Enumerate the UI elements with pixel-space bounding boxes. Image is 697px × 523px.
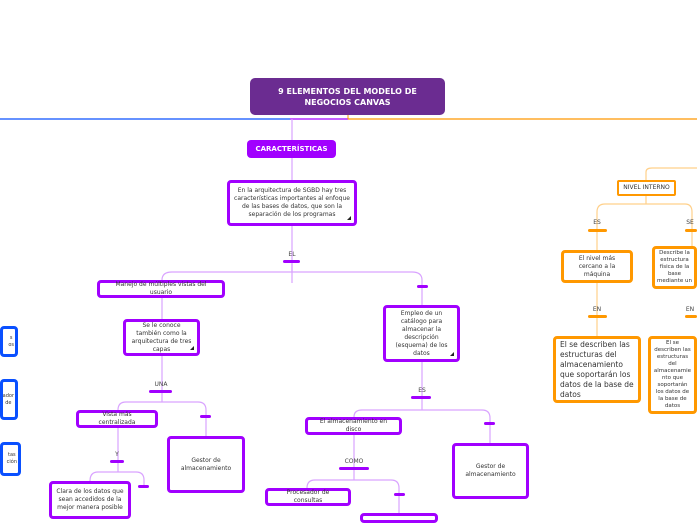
node-text: Se le conoce también como la arquitectur… [131, 321, 192, 353]
node-nivel-cercano[interactable]: El nivel más cercano a la máquina [561, 250, 633, 283]
node-caracteristicas[interactable]: CARACTERÍSTICAS [247, 140, 336, 158]
connector-bar [339, 467, 369, 470]
connector-bar [110, 460, 124, 463]
node-nivel-interno[interactable]: NIVEL INTERNO [617, 180, 676, 196]
connector-bar [588, 229, 607, 232]
node-manejo[interactable]: Manejo de múltiples vistas del usuario [97, 280, 225, 298]
connector-bar [417, 285, 428, 288]
label-el: EL [288, 251, 296, 258]
node-blue-2[interactable]: ador de [0, 379, 18, 420]
connector-bar [138, 485, 149, 488]
label-es-2: ES [593, 219, 601, 226]
node-empleo[interactable]: Empleo de un catálogo para almacenar la … [383, 305, 460, 362]
label-se: SE [686, 219, 694, 226]
node-bottom[interactable] [360, 513, 438, 523]
node-almacenamiento[interactable]: El almacenamiento en disco [305, 417, 402, 435]
connector-bar [685, 229, 697, 232]
label-una: UNA [154, 381, 168, 388]
node-describe[interactable]: Describe la estructura física de la base… [652, 246, 697, 289]
connector-bar [411, 396, 431, 399]
connector-bar [685, 315, 697, 318]
node-procesador[interactable]: Procesador de consultas [265, 488, 351, 506]
label-como: COMO [344, 458, 364, 465]
connector-bar [149, 390, 172, 393]
node-blue-3[interactable]: tas ción [0, 442, 21, 476]
connector-bar [200, 415, 211, 418]
connector-bar [283, 260, 300, 263]
label-en: EN [592, 306, 602, 313]
connector-bar [394, 493, 405, 496]
node-text: Empleo de un catálogo para almacenar la … [395, 309, 448, 357]
label-y: Y [115, 451, 119, 458]
central-topic[interactable]: 9 ELEMENTOS DEL MODELO DE NEGOCIOS CANVA… [250, 78, 445, 115]
node-se-describen[interactable]: El se describen las estructuras del alma… [553, 336, 641, 403]
connector-bar [588, 315, 607, 318]
note-icon [450, 352, 454, 356]
label-es: ES [418, 387, 426, 394]
label-en-2: EN [685, 306, 695, 313]
note-icon [190, 346, 194, 350]
node-text: En la arquitectura de SGBD hay tres cara… [234, 187, 350, 218]
node-gestor-1[interactable]: Gestor de almacenamiento [167, 436, 245, 493]
node-tres-capas[interactable]: Se le conoce también como la arquitectur… [123, 319, 200, 356]
node-clara[interactable]: Clara de los datos que sean accedidos de… [49, 481, 131, 519]
connector-bar [484, 422, 495, 425]
node-blue-1[interactable]: s os [0, 326, 18, 357]
node-se-describen-2[interactable]: El se describen las estructuras del alma… [648, 336, 697, 414]
node-vista[interactable]: Vista más centralizada [76, 410, 158, 428]
node-gestor-2[interactable]: Gestor de almacenamiento [452, 443, 529, 499]
node-arquitectura[interactable]: En la arquitectura de SGBD hay tres cara… [227, 180, 357, 226]
note-icon [347, 216, 351, 220]
